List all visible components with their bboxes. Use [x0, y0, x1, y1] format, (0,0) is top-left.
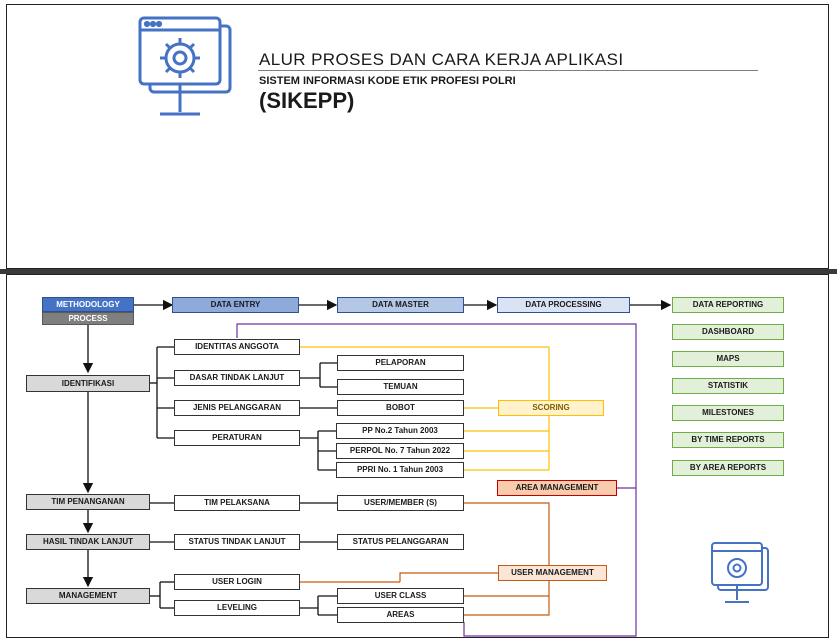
entry-jenis-pelanggaran: JENIS PELANGGARAN — [174, 400, 300, 416]
methodology-box: METHODOLOGY — [42, 297, 134, 312]
processing-user-management: USER MANAGEMENT — [498, 565, 607, 581]
entry-tim-pelaksana: TIM PELAKSANA — [174, 495, 300, 511]
area-links — [236, 323, 637, 637]
user-links — [300, 502, 550, 616]
master-user-member: USER/MEMBER (S) — [337, 495, 464, 511]
report-dashboard: DASHBOARD — [672, 324, 784, 340]
entry-leveling: LEVELING — [174, 600, 300, 616]
entry-dasar-tindak-lanjut: DASAR TINDAK LANJUT — [174, 370, 300, 386]
master-user-class: USER CLASS — [337, 588, 464, 604]
master-areas: AREAS — [337, 607, 464, 623]
computer-gear-icon — [138, 16, 232, 116]
step-identifikasi: IDENTIFIKASI — [26, 375, 150, 392]
master-ppri-1-2003: PPRI No. 1 Tahun 2003 — [336, 462, 464, 478]
process-box: PROCESS — [42, 312, 134, 325]
stage-data-reporting: DATA REPORTING — [672, 297, 784, 313]
step-hasil-tindak-lanjut: HASIL TINDAK LANJUT — [26, 534, 150, 550]
computer-gear-icon — [711, 542, 769, 603]
report-by-time: BY TIME REPORTS — [672, 432, 784, 448]
slide-acronym: (SIKEPP) — [259, 88, 355, 113]
master-status-pelanggaran: STATUS PELANGGARAN — [337, 534, 464, 550]
scoring-links — [300, 346, 550, 471]
slide-title: ALUR PROSES DAN CARA KERJA APLIKASI — [259, 50, 624, 69]
step-tim-penanganan: TIM PENANGANAN — [26, 494, 150, 510]
report-maps: MAPS — [672, 351, 784, 367]
master-pp-2-2003: PP No.2 Tahun 2003 — [336, 423, 464, 439]
report-by-area: BY AREA REPORTS — [672, 460, 784, 476]
slide-separator — [0, 269, 837, 274]
entry-peraturan: PERATURAN — [174, 430, 300, 446]
step-management: MANAGEMENT — [26, 588, 150, 604]
master-bobot: BOBOT — [337, 400, 464, 416]
stage-data-entry: DATA ENTRY — [172, 297, 299, 313]
processing-area-management: AREA MANAGEMENT — [497, 480, 617, 496]
stage-data-master: DATA MASTER — [337, 297, 464, 313]
report-milestones: MILESTONES — [672, 405, 784, 421]
stage-data-processing: DATA PROCESSING — [497, 297, 630, 313]
entry-identitas-anggota: IDENTITAS ANGGOTA — [174, 339, 300, 355]
entry-user-login: USER LOGIN — [174, 574, 300, 590]
master-pelaporan: PELAPORAN — [337, 355, 464, 371]
master-temuan: TEMUAN — [337, 379, 464, 395]
slide-subtitle: SISTEM INFORMASI KODE ETIK PROFESI POLRI — [259, 75, 516, 87]
master-perpol-7-2022: PERPOL No. 7 Tahun 2022 — [336, 443, 464, 459]
title-divider — [258, 70, 758, 71]
report-statistik: STATISTIK — [672, 378, 784, 394]
entry-status-tindak-lanjut: STATUS TINDAK LANJUT — [174, 534, 300, 550]
processing-scoring: SCORING — [498, 400, 604, 416]
